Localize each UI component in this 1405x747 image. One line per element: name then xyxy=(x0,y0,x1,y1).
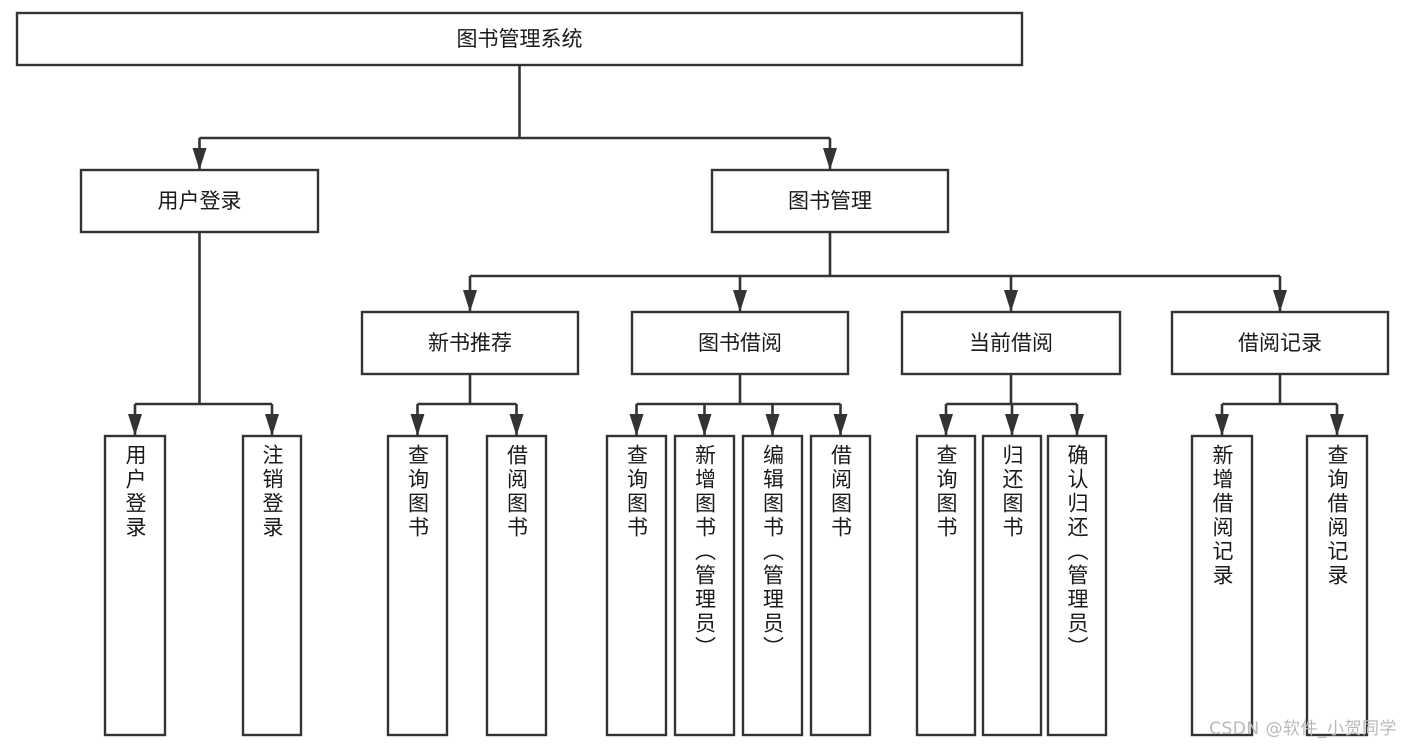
level3-node-box-1-3[interactable] xyxy=(1170,310,1390,376)
arrow-head-icon xyxy=(1005,414,1019,436)
leaf-node-box-1-3-0[interactable] xyxy=(1190,434,1254,737)
leaf-node-box-1-1-3[interactable] xyxy=(809,434,872,737)
arrow-head-icon xyxy=(765,414,780,436)
leaf-node-box-1-2-2[interactable] xyxy=(1046,434,1108,737)
arrow-head-icon xyxy=(1215,414,1229,436)
level3-node-label-1-1: 图书借阅 xyxy=(698,331,782,355)
level3-node-label-1-3: 借阅记录 xyxy=(1238,331,1322,355)
level3-node-box-0-1[interactable] xyxy=(241,434,303,737)
csdn-watermark: CSDN @软件_小贺同学 xyxy=(1209,719,1397,739)
level3-node-box-1-1[interactable] xyxy=(630,310,850,376)
leaf-node-box-1-3-1[interactable] xyxy=(1305,434,1369,737)
leaf-node-box-1-1-0[interactable] xyxy=(605,434,668,737)
level2-node-box-0[interactable] xyxy=(79,168,320,234)
arrow-head-icon xyxy=(697,414,712,436)
connector-lines-group xyxy=(128,65,1344,436)
leaf-node-box-1-0-1[interactable] xyxy=(485,434,548,737)
leaf-node-box-1-1-1[interactable] xyxy=(673,434,736,737)
leaf-node-box-1-2-0[interactable] xyxy=(915,434,977,737)
level2-node-label-1: 图书管理 xyxy=(788,189,872,213)
arrow-head-icon xyxy=(410,414,425,436)
level3-node-box-1-2[interactable] xyxy=(900,310,1122,376)
arrow-head-icon xyxy=(265,414,279,436)
root-node-label: 图书管理系统 xyxy=(457,27,583,51)
arrow-head-icon xyxy=(939,414,953,436)
arrow-head-icon xyxy=(833,414,848,436)
arrow-head-icon xyxy=(1070,414,1084,436)
arrow-head-icon xyxy=(629,414,644,436)
arrow-head-icon xyxy=(1004,290,1018,312)
arrow-head-icon xyxy=(1273,290,1287,312)
arrow-head-icon xyxy=(509,414,524,436)
root-node-box[interactable] xyxy=(15,11,1024,67)
arrow-head-icon xyxy=(823,148,837,170)
node-boxes-group xyxy=(15,11,1390,737)
leaf-node-box-1-0-0[interactable] xyxy=(386,434,449,737)
arrow-head-icon xyxy=(128,414,142,436)
arrow-head-icon xyxy=(1330,414,1344,436)
arrow-head-icon xyxy=(733,290,747,312)
arrow-head-icon xyxy=(463,290,477,312)
level2-node-box-1[interactable] xyxy=(710,168,950,234)
level3-node-label-1-2: 当前借阅 xyxy=(969,331,1053,355)
arrow-head-icon xyxy=(192,148,207,170)
level3-node-box-0-0[interactable] xyxy=(103,434,167,737)
level2-node-label-0: 用户登录 xyxy=(158,189,242,213)
leaf-node-box-1-1-2[interactable] xyxy=(741,434,804,737)
level3-node-label-1-0: 新书推荐 xyxy=(428,331,512,355)
level3-node-box-1-0[interactable] xyxy=(360,310,580,376)
leaf-node-box-1-2-1[interactable] xyxy=(981,434,1043,737)
